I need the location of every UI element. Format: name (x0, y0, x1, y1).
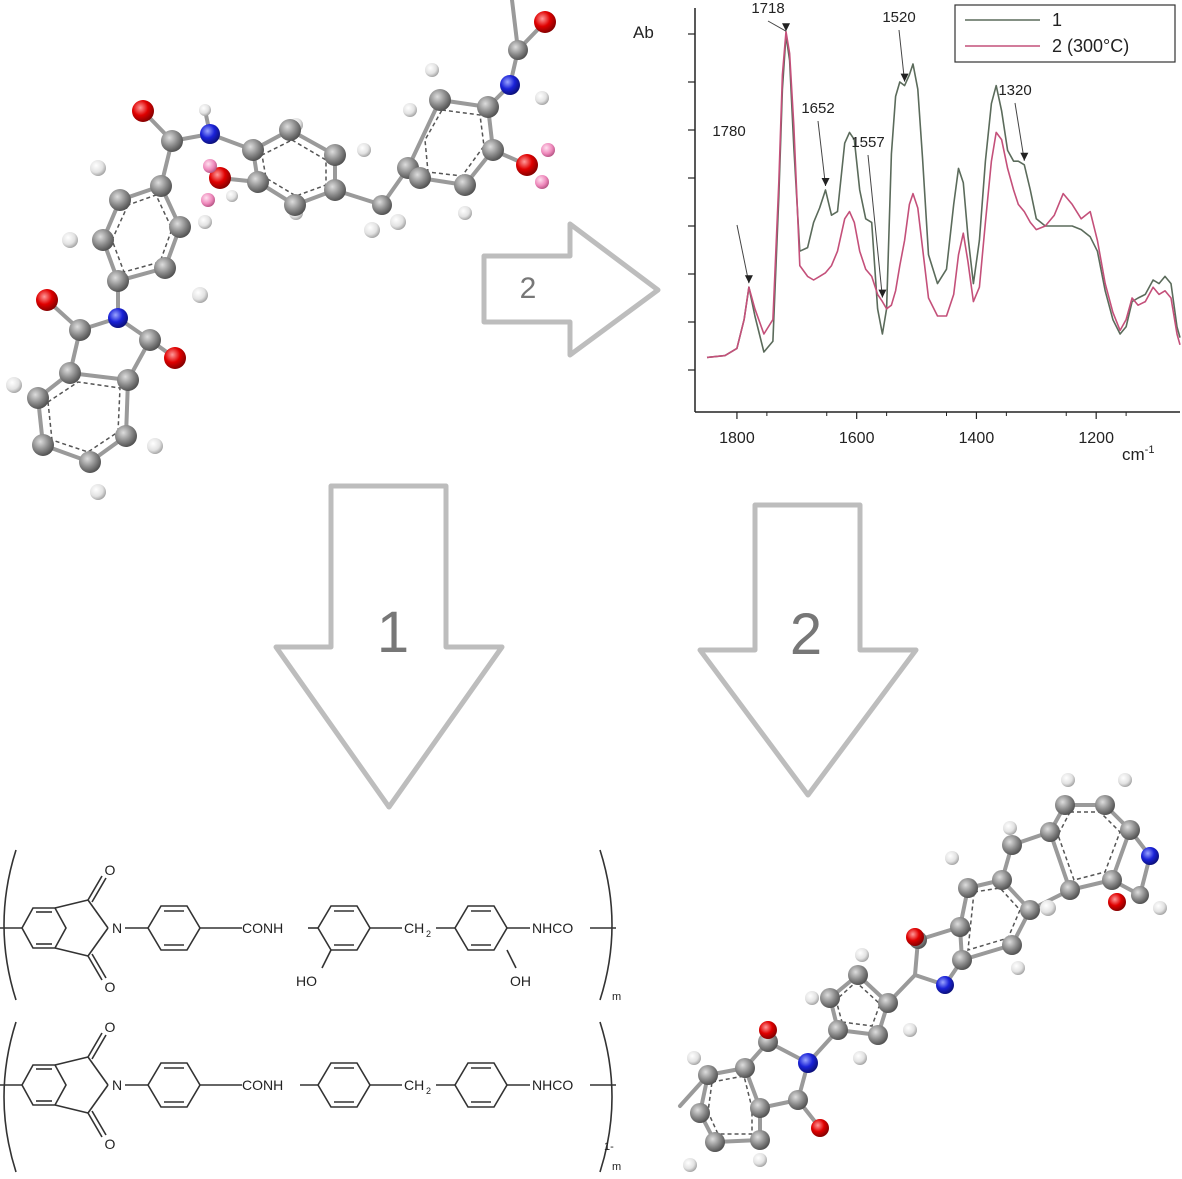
annotation-leader (1014, 102, 1025, 161)
amide-label: CONH (242, 920, 283, 936)
molecule-precursor (6, 0, 556, 500)
y-axis-label: Ab (633, 23, 654, 42)
methylene-label: CH (404, 1077, 424, 1093)
polymer-formula-labels: O O N CONH CH 2 NHCO HO OH m O O N CONH … (105, 862, 622, 1173)
block-arrow-icon (697, 502, 919, 798)
formula-row-top (0, 875, 616, 981)
annotation-label: 1652 (801, 100, 834, 117)
annotation-arrowhead (782, 23, 791, 32)
legend-box (954, 4, 1176, 63)
chart-axes: 1800 1600 1400 1200 Ab cm-1 (633, 8, 1180, 464)
imide-oxygen-label: O (105, 979, 116, 995)
arrow-down-right: 2 (697, 502, 919, 798)
bracket-right-top (599, 849, 613, 1001)
x-tick-label: 1400 (959, 430, 995, 447)
bracket-right-bottom (599, 1021, 613, 1173)
imide-oxygen-label: O (105, 1136, 116, 1152)
annotation-arrowhead (821, 178, 830, 186)
x-tick-label: 1200 (1078, 430, 1114, 447)
repeat-subscript-m: m (612, 991, 621, 1003)
annotation-leader (898, 29, 906, 82)
x-axis-label-superscript: -1 (1145, 444, 1155, 456)
arrow-label: 1 (377, 600, 409, 665)
annotation-arrowhead (900, 73, 909, 82)
annotation-arrowhead (878, 289, 887, 298)
repeat-subscript-1m: 1- (604, 1141, 614, 1153)
arrow-down-left: 1 (273, 483, 505, 810)
legend-entry: 1 (1052, 10, 1062, 30)
annotation-label: 1780 (712, 123, 745, 140)
x-tick-label: 1600 (839, 430, 875, 447)
annotation-label: 1520 (882, 9, 915, 26)
atom-nitrogen (798, 847, 1159, 1073)
bracket-left-top (3, 849, 17, 1001)
methylene-label: CH (404, 920, 424, 936)
imide-nitrogen-label: N (112, 1077, 122, 1093)
atom-nitrogen (108, 75, 520, 328)
annotation-arrowhead (744, 275, 753, 284)
imide-nitrogen-label: N (112, 920, 122, 936)
annotation-label: 1320 (998, 82, 1031, 99)
hydroxyl-right-label: OH (510, 973, 531, 989)
end-amide-label: NHCO (532, 920, 573, 936)
amide-label: CONH (242, 1077, 283, 1093)
atom-hydrogen (683, 773, 1167, 1172)
x-tick-label: 1800 (719, 430, 755, 447)
atom-oxygen (759, 893, 1126, 1137)
molecule-product (678, 773, 1167, 1172)
imide-oxygen-label: O (105, 1019, 116, 1035)
formula-row-bottom (0, 1032, 616, 1138)
block-arrow-icon (481, 221, 661, 358)
methylene-subscript: 2 (426, 1086, 431, 1096)
atom-oxygen (36, 11, 556, 369)
atom-hbond-hydrogen (201, 143, 555, 207)
repeat-subscript-1m: m (612, 1161, 621, 1173)
annotation-leader (867, 154, 883, 298)
atom-carbon (690, 795, 1149, 1152)
hydroxyl-left-label: HO (296, 973, 317, 989)
arrow-label: 2 (790, 602, 822, 667)
polymer-formula (0, 849, 616, 1173)
chart-series (706, 30, 1181, 359)
x-axis-label: cm-1 (1122, 444, 1154, 464)
chart-annotations: 1780 1718 1652 1557 1520 1320 (712, 0, 1032, 298)
series-line-2 (706, 30, 1181, 359)
bracket-left-bottom (3, 1021, 17, 1173)
arrow-top-right: 2 (481, 221, 661, 358)
imide-oxygen-label: O (105, 862, 116, 878)
atom-hydrogen (6, 63, 549, 500)
annotation-label: 1718 (751, 0, 784, 17)
annotation-leader (817, 120, 827, 187)
methylene-subscript: 2 (426, 929, 431, 939)
end-amide-label: NHCO (532, 1077, 573, 1093)
legend-entry: 2 (300°C) (1052, 36, 1129, 56)
annotation-leader (767, 20, 787, 32)
annotation-leader (736, 224, 750, 284)
annotation-label: 1557 (851, 134, 884, 151)
block-arrow-icon (273, 483, 505, 810)
annotation-arrowhead (1020, 152, 1029, 161)
atom-carbon (27, 40, 528, 473)
chart-legend: 1 2 (300°C) (954, 4, 1176, 63)
arrow-label: 2 (520, 272, 537, 305)
